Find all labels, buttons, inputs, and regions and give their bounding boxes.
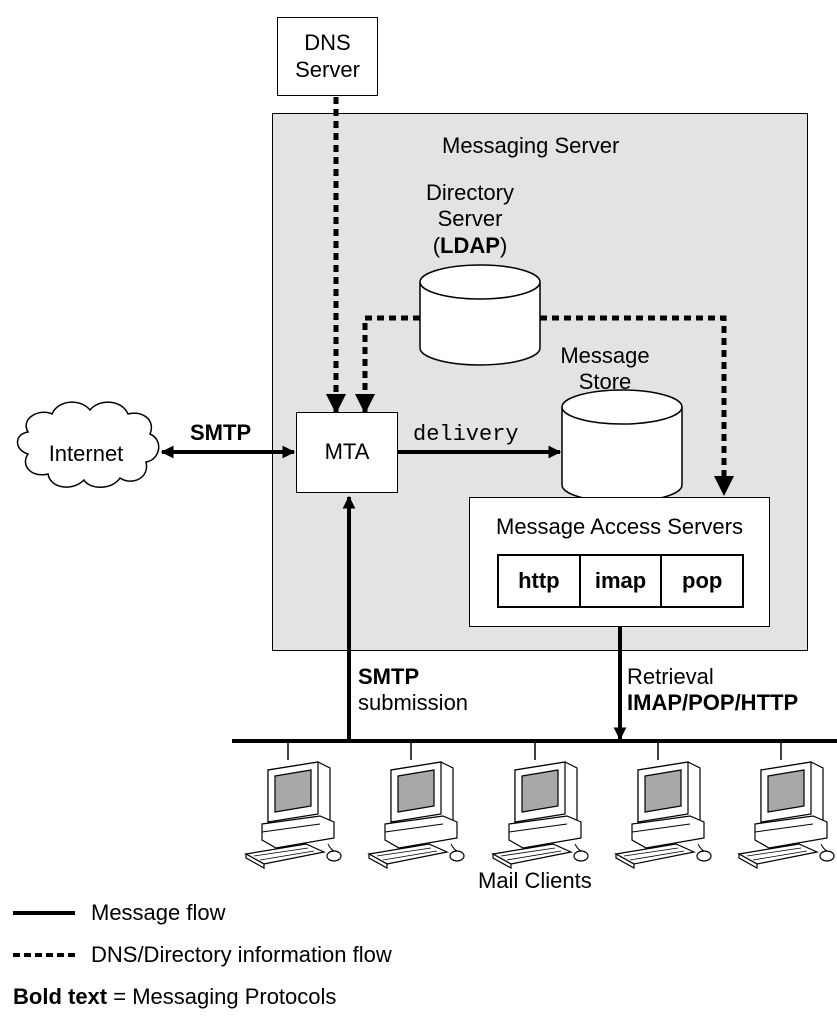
smtp-internet-label: SMTP: [190, 420, 252, 445]
retrieval-label: Retrieval IMAP/POP/HTTP: [627, 664, 798, 717]
directory-server-cylinder: [419, 264, 541, 366]
delivery-label: delivery: [413, 422, 519, 447]
legend-bold-text: Bold text = Messaging Protocols: [13, 984, 336, 1010]
retrieval-protocols: IMAP/POP/HTTP: [627, 690, 799, 716]
directory-server-line-1: Directory: [425, 180, 514, 205]
message-store-cylinder: [561, 389, 683, 503]
mail-clients-label: Mail Clients: [478, 868, 592, 893]
dns-server-box: DNS Server: [277, 17, 378, 96]
directory-server-label: Directory Server (LDAP): [400, 180, 540, 259]
retrieval-text: Retrieval: [627, 664, 714, 689]
legend-dns-flow: DNS/Directory information flow: [91, 942, 392, 967]
internet-label: Internet: [48, 441, 124, 466]
protocol-imap: imap: [581, 556, 663, 606]
directory-to-mta-flow: [355, 315, 420, 414]
mta-box: MTA: [296, 412, 398, 493]
dns-server-label-2: Server: [295, 56, 360, 82]
submission-protocol: SMTP: [358, 664, 420, 689]
dns-server-label-1: DNS: [304, 30, 351, 56]
messaging-server-title: Messaging Server: [442, 133, 620, 158]
client-drops: [287, 741, 782, 760]
directory-server-line-2: Server: [437, 206, 503, 232]
protocol-http: http: [499, 556, 581, 606]
protocol-row: http imap pop: [497, 554, 744, 608]
protocol-pop: pop: [682, 567, 723, 593]
message-store-line-1: Message: [560, 343, 650, 368]
legend-bold-label: Bold text: [13, 984, 108, 1009]
submission-text: submission: [358, 690, 469, 716]
submission-label: SMTP submission: [358, 664, 468, 717]
mta-label: MTA: [324, 439, 370, 465]
directory-to-access-flow: [540, 315, 734, 496]
message-access-servers-title: Message Access Servers: [496, 514, 743, 539]
message-access-servers-box: Message Access Servers http imap pop: [469, 497, 770, 627]
legend-bold-desc: = Messaging Protocols: [107, 984, 337, 1009]
ldap-protocol: LDAP: [440, 232, 500, 258]
directory-server-line-3: (LDAP): [432, 232, 508, 258]
internet-cloud: [16, 401, 160, 488]
legend-message-flow: Message flow: [91, 900, 226, 925]
